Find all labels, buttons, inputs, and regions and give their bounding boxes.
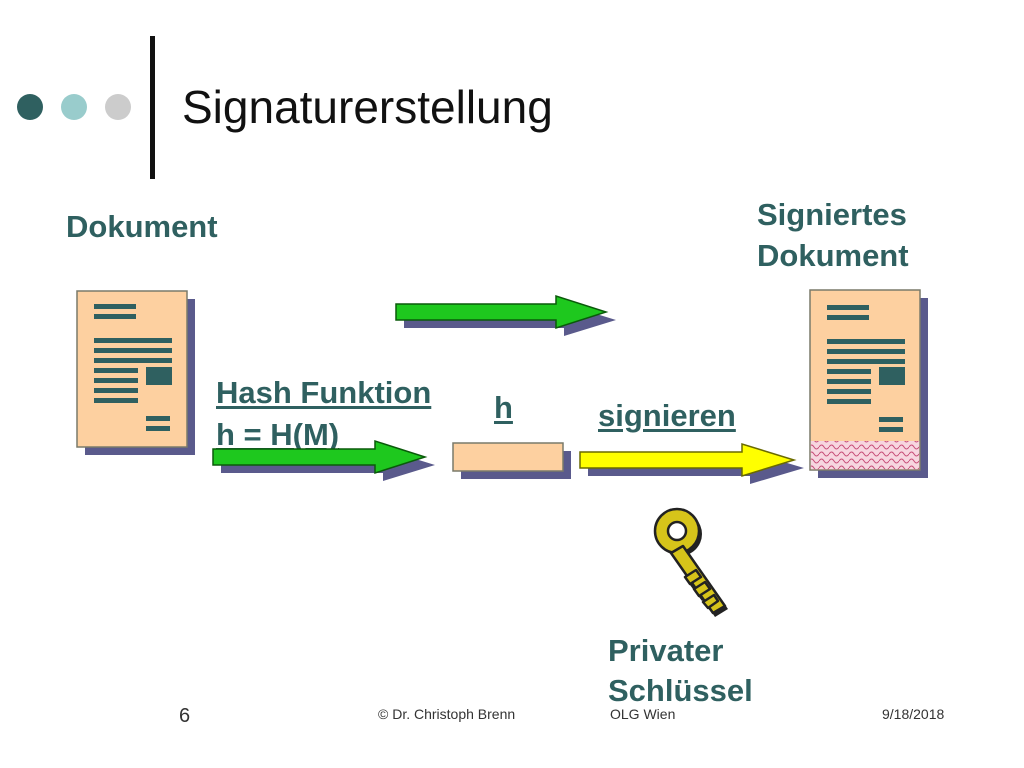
header-dot-dark [17, 94, 43, 120]
hash-value-box [452, 442, 571, 479]
hash-function-label-line1: Hash Funktion [216, 375, 432, 410]
header-dot-mid [61, 94, 87, 120]
footer-date: 9/18/2018 [882, 706, 945, 722]
document-label: Dokument [66, 209, 218, 244]
hash-function-label-line2: h = H(M) [216, 417, 340, 452]
hash-arrow [212, 439, 435, 481]
document-icon [76, 290, 195, 455]
footer-organization: OLG Wien [610, 706, 676, 722]
page-number: 6 [179, 705, 191, 727]
sign-label: signieren [598, 398, 736, 433]
signed-document-label-line2: Dokument [757, 238, 909, 273]
header-divider [150, 36, 155, 179]
sign-arrow [579, 442, 804, 484]
hash-value-label: h [494, 390, 513, 425]
header-dot-light [105, 94, 131, 120]
signed-document-icon [809, 289, 928, 478]
private-key-label-line2: Schlüssel [608, 673, 753, 708]
slide-title: Signaturerstellung [182, 81, 553, 133]
signed-document-label-line1: Signiertes [757, 197, 907, 232]
copy-arrow [395, 294, 616, 336]
key-icon [653, 507, 728, 617]
private-key-label-line1: Privater [608, 633, 724, 668]
footer-author: © Dr. Christoph Brenn [378, 706, 516, 722]
